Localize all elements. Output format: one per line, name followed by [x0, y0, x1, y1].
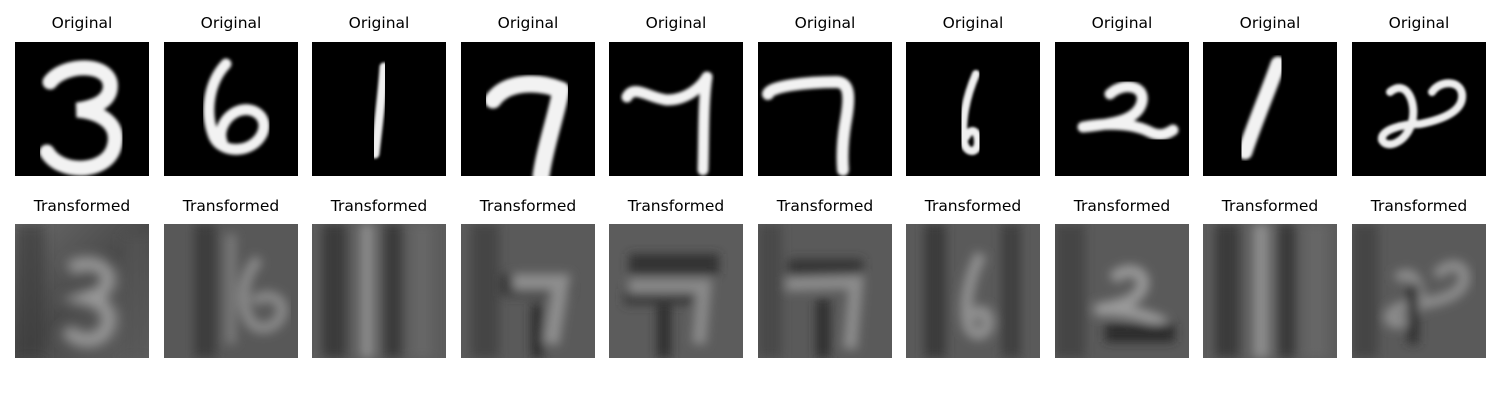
- transformed-title: Transformed: [330, 197, 428, 215]
- transformed-title: Transformed: [627, 197, 725, 215]
- original-title: Original: [51, 14, 113, 32]
- transformed-image: [758, 224, 892, 358]
- transformed-image: [1352, 224, 1486, 358]
- original-title: Original: [348, 14, 410, 32]
- transformed-image: [906, 224, 1040, 358]
- transformed-title: Transformed: [1221, 197, 1319, 215]
- transformed-image: [312, 224, 446, 358]
- transformed-image: [1203, 224, 1337, 358]
- original-panel-4: Original: [461, 14, 595, 176]
- original-panel-7: Original: [906, 14, 1040, 176]
- transformed-title: Transformed: [1073, 197, 1171, 215]
- original-title: Original: [1239, 14, 1301, 32]
- original-panel-3: Original: [312, 14, 446, 176]
- digit-image-7: [609, 42, 743, 176]
- digit-image-6: [906, 42, 1040, 176]
- transformed-title: Transformed: [924, 197, 1022, 215]
- digit-image-2: [1055, 42, 1189, 176]
- transformed-panel-3: Transformed: [312, 197, 446, 358]
- original-panel-5: Original: [609, 14, 743, 176]
- original-title: Original: [200, 14, 262, 32]
- digit-image-2: [1352, 42, 1486, 176]
- transformed-title: Transformed: [479, 197, 577, 215]
- transformed-panel-1: Transformed: [15, 197, 149, 358]
- original-panel-9: Original: [1203, 14, 1337, 176]
- transformed-panel-8: Transformed: [1055, 197, 1189, 358]
- original-title: Original: [942, 14, 1004, 32]
- original-panel-2: Original: [164, 14, 298, 176]
- original-title: Original: [1388, 14, 1450, 32]
- original-title: Original: [1091, 14, 1153, 32]
- digit-image-3: [15, 42, 149, 176]
- transformed-panel-4: Transformed: [461, 197, 595, 358]
- original-title: Original: [794, 14, 856, 32]
- transformed-panel-7: Transformed: [906, 197, 1040, 358]
- transformed-image: [1055, 224, 1189, 358]
- transformed-image: [461, 224, 595, 358]
- digit-image-7: [758, 42, 892, 176]
- transformed-image: [609, 224, 743, 358]
- original-panel-8: Original: [1055, 14, 1189, 176]
- transformed-panel-6: Transformed: [758, 197, 892, 358]
- transformed-title: Transformed: [182, 197, 280, 215]
- transformed-title: Transformed: [776, 197, 874, 215]
- original-title: Original: [645, 14, 707, 32]
- transformed-image: [164, 224, 298, 358]
- digit-image-7: [461, 42, 595, 176]
- transformed-image: [15, 224, 149, 358]
- original-panel-1: Original: [15, 14, 149, 176]
- transformed-panel-2: Transformed: [164, 197, 298, 358]
- digit-image-1: [1203, 42, 1337, 176]
- transformed-title: Transformed: [33, 197, 131, 215]
- digit-image-6: [164, 42, 298, 176]
- original-panel-10: Original: [1352, 14, 1486, 176]
- transformed-panel-9: Transformed: [1203, 197, 1337, 358]
- original-panel-6: Original: [758, 14, 892, 176]
- transformed-title: Transformed: [1370, 197, 1468, 215]
- original-title: Original: [497, 14, 559, 32]
- transformed-panel-5: Transformed: [609, 197, 743, 358]
- transformed-panel-10: Transformed: [1352, 197, 1486, 358]
- digit-image-1: [312, 42, 446, 176]
